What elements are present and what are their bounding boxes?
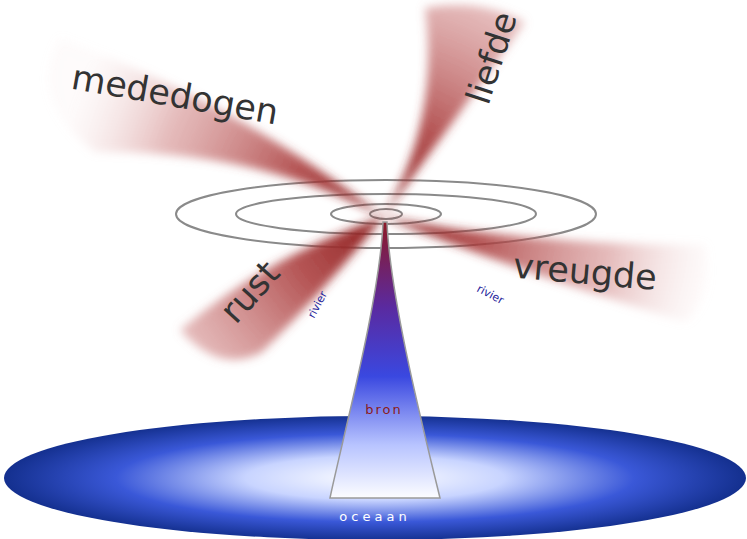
river-label: rivier bbox=[475, 283, 506, 307]
source-spire-label: bron bbox=[361, 401, 407, 419]
ocean-label: oceaan bbox=[335, 508, 414, 526]
node-text: oceaan bbox=[339, 510, 410, 524]
node-text: bron bbox=[365, 403, 403, 417]
node-text: vreugde bbox=[512, 247, 659, 298]
source-spire bbox=[330, 222, 440, 498]
